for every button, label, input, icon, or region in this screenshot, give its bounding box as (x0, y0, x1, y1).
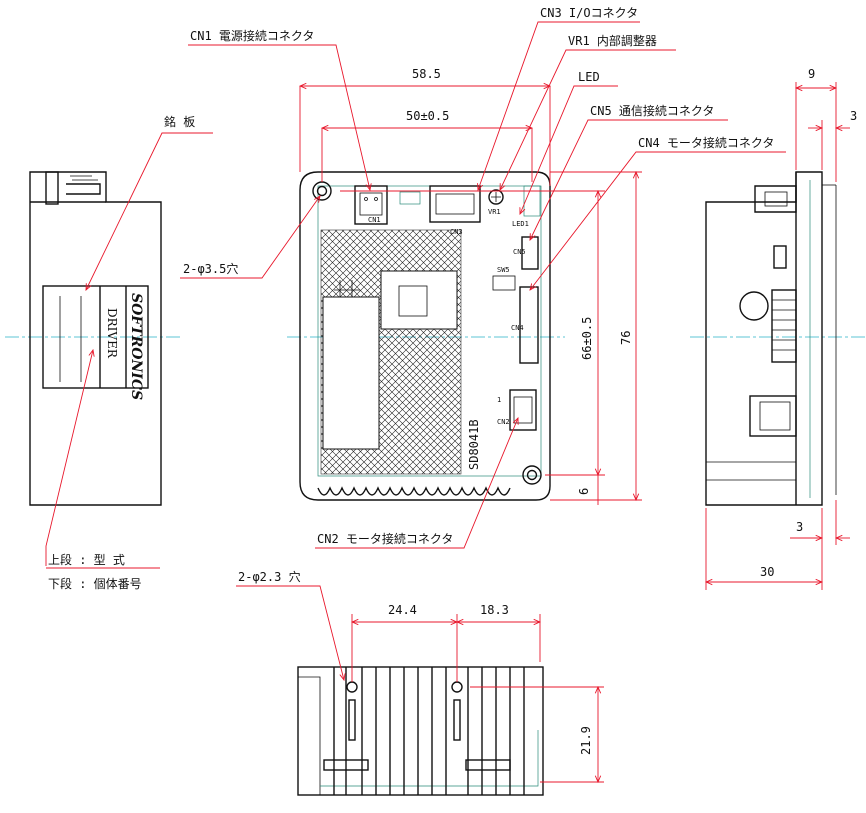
lower-row-label: 下段 : 個体番号 (48, 576, 142, 591)
dim-bottom-offset: 6 (577, 488, 591, 495)
dim-height-total: 76 (619, 331, 633, 345)
dim-hole-pitch-v: 66±0.5 (580, 317, 594, 360)
front-view-callouts: CN1 電源接続コネクタ CN3 I/Oコネクタ VR1 内部調整器 LED C… (180, 6, 786, 549)
cn2-tag: CN2 (497, 418, 510, 426)
nameplate-callouts: 銘 板 上段 : 型 式 下段 : 個体番号 (45, 114, 213, 591)
bottom-view-heatsink (297, 666, 544, 796)
cn3-tag: CN3 (450, 228, 463, 236)
nameplate-brand: SOFTRONICS (128, 293, 144, 400)
cn3-label: CN3 I/Oコネクタ (540, 6, 638, 20)
dim-side-width: 30 (760, 565, 774, 579)
cn5-tag: CN5 (513, 248, 526, 256)
dim-hole-pitch-h: 50±0.5 (406, 109, 449, 123)
led-label: LED (578, 70, 600, 84)
dim-side-bottom: 3 (796, 520, 803, 534)
side-view-nameplate: SOFTRONICS DRIVER (29, 171, 162, 506)
dim-side-depth: 9 (808, 67, 815, 81)
led-tag: LED1 (512, 220, 529, 228)
vr1-tag: VR1 (488, 208, 501, 216)
cn4-label: CN4 モータ接続コネクタ (638, 135, 774, 150)
cn5-label: CN5 通信接続コネクタ (590, 103, 714, 118)
upper-row-label: 上段 : 型 式 (48, 552, 125, 567)
vr1-label: VR1 内部調整器 (568, 33, 657, 48)
side-view-right (705, 171, 837, 506)
dim-bottom-right: 18.3 (480, 603, 509, 617)
cn4-tag: CN4 (511, 324, 524, 332)
cn2-pin-1: 1 (497, 396, 501, 404)
board-model: SD8041B (467, 419, 481, 470)
front-view-dimensions: 58.5 50±0.5 66±0.5 76 6 (300, 67, 642, 505)
dim-side-plate: 3 (850, 109, 857, 123)
hole-bottom-label: 2-φ2.3 穴 (238, 569, 301, 584)
dim-bottom-height: 21.9 (579, 726, 593, 755)
side-view-dimensions: 9 3 3 30 (706, 67, 857, 590)
dim-bottom-left: 24.4 (388, 603, 417, 617)
nameplate-product: DRIVER (105, 308, 119, 359)
nameplate-label: 銘 板 (164, 114, 195, 129)
cn2-label: CN2 モータ接続コネクタ (317, 531, 453, 546)
front-view-board: CN1 CN3 VR1 LED1 CN5 SW5 CN4 CN2 1 SD804… (299, 171, 551, 501)
cn1-tag: CN1 (368, 216, 381, 224)
bottom-view-dimensions: 24.4 18.3 21.9 2-φ2.3 穴 (236, 569, 604, 782)
sw5-tag: SW5 (497, 266, 510, 274)
dim-width-total: 58.5 (412, 67, 441, 81)
cn1-label: CN1 電源接続コネクタ (190, 28, 314, 43)
hole-main-label: 2-φ3.5穴 (183, 261, 238, 276)
